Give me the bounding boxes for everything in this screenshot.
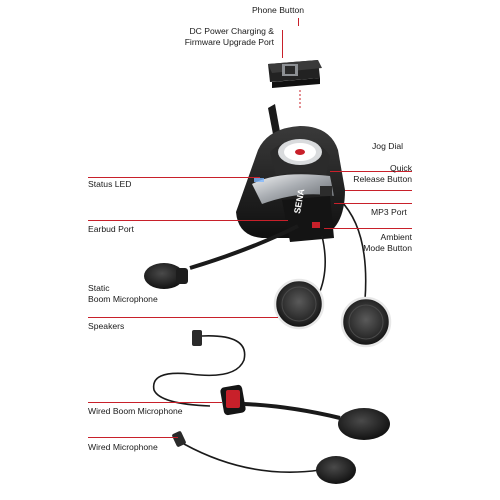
- leader-status-led: [88, 177, 260, 178]
- label-earbud-port: Earbud Port: [88, 224, 134, 234]
- leader-quick-release: [345, 190, 412, 191]
- main-unit: [236, 126, 345, 242]
- leader-mp3-port: [334, 203, 412, 204]
- leader-jog-dial: [330, 171, 412, 172]
- label-ambient-line2: Mode Button: [363, 243, 412, 253]
- speaker-right: [340, 296, 392, 348]
- label-speakers: Speakers: [88, 321, 125, 331]
- label-wired-mic: Wired Microphone: [88, 442, 158, 452]
- label-quick-release-line2: Release Button: [353, 174, 412, 184]
- leader-ambient: [324, 228, 412, 229]
- leader-phone-button: [298, 18, 299, 26]
- label-jog-dial: Jog Dial: [372, 141, 404, 151]
- label-dc-power-line2: Firmware Upgrade Port: [184, 37, 274, 47]
- label-static-boom-line2: Boom Microphone: [88, 294, 158, 304]
- leader-earbud-port: [88, 220, 288, 221]
- top-module: [268, 60, 322, 88]
- brand-logo: SENA: [292, 187, 306, 214]
- leader-speakers: [88, 317, 278, 318]
- label-phone-button: Phone Button: [251, 5, 305, 15]
- leader-dc-power: [282, 30, 283, 58]
- label-ambient-line1: Ambient: [380, 232, 412, 242]
- wired-boom-mic: [220, 384, 390, 440]
- speaker-left: [273, 278, 325, 330]
- static-boom-mic-head: [144, 263, 184, 289]
- label-status-led: Status LED: [88, 179, 132, 189]
- label-quick-release-line1: Quick: [390, 163, 412, 173]
- leader-wired-mic: [88, 437, 178, 438]
- label-static-boom-line1: Static: [88, 283, 110, 293]
- label-mp3-port: MP3 Port: [371, 207, 407, 217]
- label-dc-power-line1: DC Power Charging &: [189, 26, 274, 36]
- leader-wired-boom: [88, 402, 222, 403]
- label-wired-boom: Wired Boom Microphone: [88, 406, 183, 416]
- wired-mic: [172, 431, 356, 484]
